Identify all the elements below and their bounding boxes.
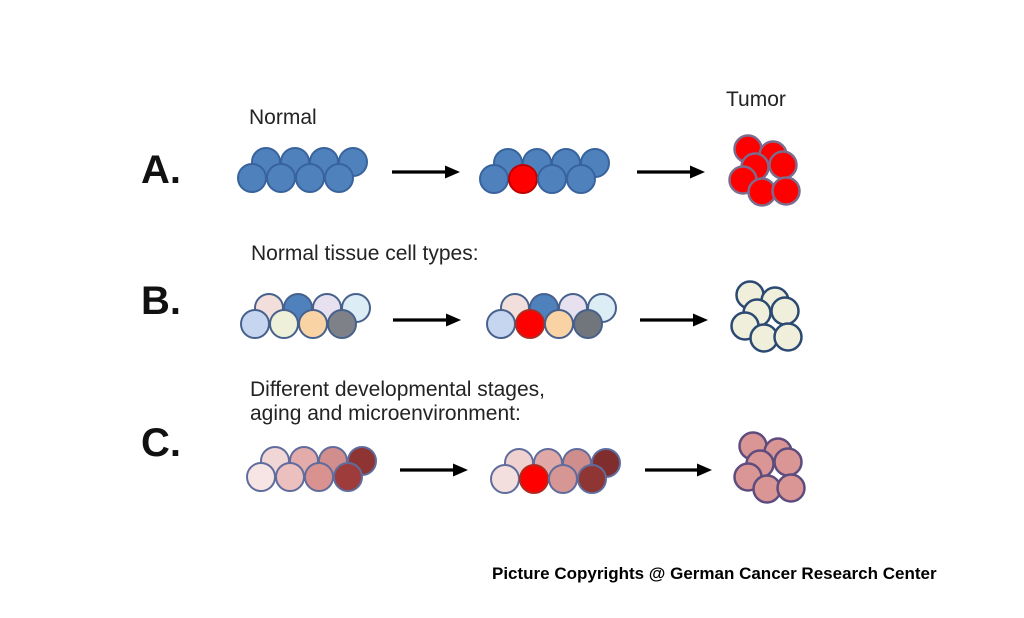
row-a-cell	[537, 164, 567, 194]
row-c-label: C.	[141, 421, 181, 465]
row-a-label: A.	[141, 148, 181, 192]
row-b-cell	[269, 309, 299, 339]
row-a-cell	[295, 163, 325, 193]
row-b-tumor-cell	[773, 322, 803, 352]
row-a-cell	[324, 163, 354, 193]
row-b-cell	[240, 309, 270, 339]
row-a-cell	[508, 164, 538, 194]
arrow-head	[697, 463, 712, 477]
row-c-cell	[246, 462, 276, 492]
row-b-cell	[327, 309, 357, 339]
row-c-cell	[333, 462, 363, 492]
row-a-cell	[237, 163, 267, 193]
row-c-cell	[548, 464, 578, 494]
row-c-tumor-cell	[773, 447, 803, 477]
row-c-cell	[519, 464, 549, 494]
copyright-text: Picture Copyrights @ German Cancer Resea…	[492, 564, 937, 583]
row-b-label: B.	[141, 279, 181, 323]
row-b-cell	[486, 309, 516, 339]
row-b-cell	[544, 309, 574, 339]
row-c-caption-line2: aging and microenvironment:	[250, 402, 521, 425]
arrow-head	[446, 313, 461, 327]
arrow-head	[453, 463, 468, 477]
row-c-cell	[577, 464, 607, 494]
row-b-cell	[515, 309, 545, 339]
row-c-cell	[304, 462, 334, 492]
arrow-head	[690, 165, 705, 179]
row-b-tumor-cell	[770, 296, 800, 326]
row-c-cell	[490, 464, 520, 494]
row-c-caption-line1: Different developmental stages,	[250, 378, 545, 401]
row-c-caption: Different developmental stages, aging an…	[250, 378, 545, 426]
row-a-tumor-cell	[771, 176, 801, 206]
row-c-tumor-cell	[776, 473, 806, 503]
normal-caption: Normal	[249, 106, 317, 129]
row-a-cell	[266, 163, 296, 193]
tumor-caption: Tumor	[726, 88, 786, 111]
row-b-caption: Normal tissue cell types:	[251, 242, 479, 265]
row-b-cell	[298, 309, 328, 339]
row-a-cell	[566, 164, 596, 194]
row-b-cell	[573, 309, 603, 339]
row-a-cell	[479, 164, 509, 194]
row-a-tumor-cell	[768, 150, 798, 180]
arrow-head	[445, 165, 460, 179]
arrow-head	[693, 313, 708, 327]
row-c-cell	[275, 462, 305, 492]
